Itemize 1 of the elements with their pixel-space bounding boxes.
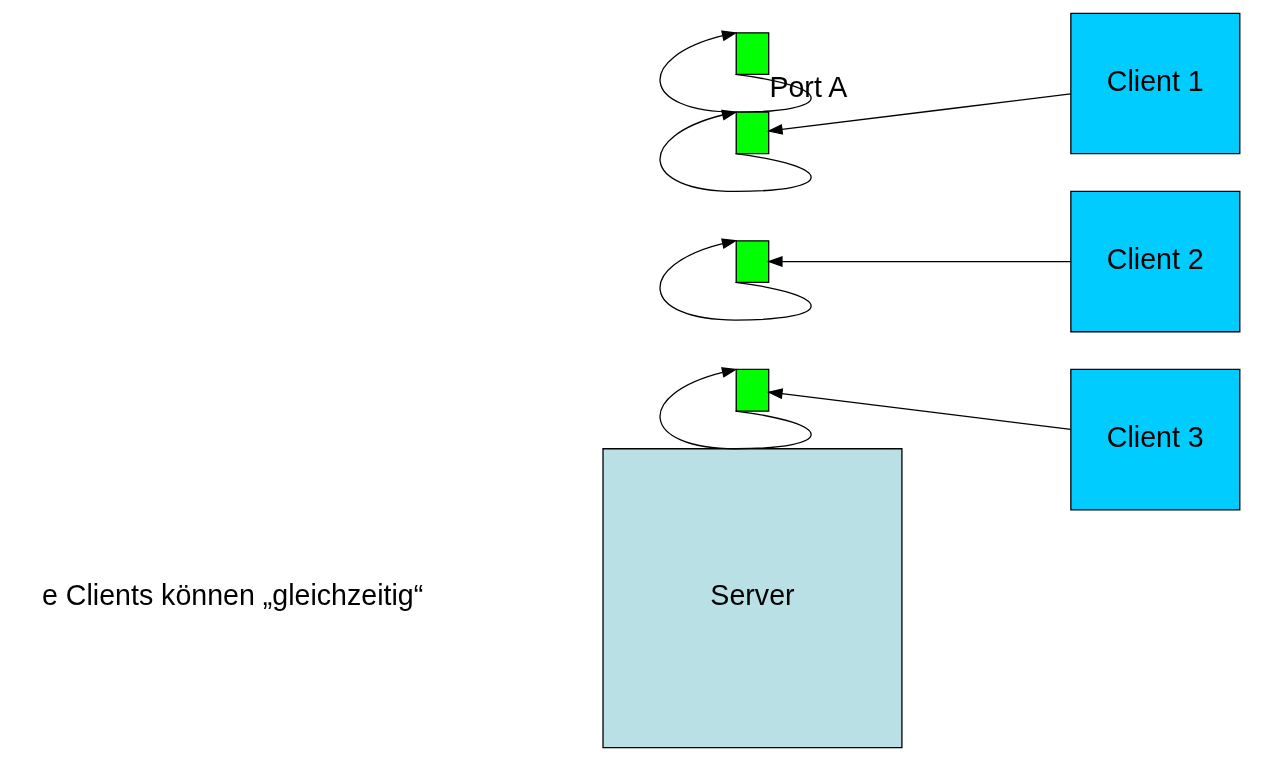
label: e Clients können „gleichzeitig“ xyxy=(41,579,423,612)
